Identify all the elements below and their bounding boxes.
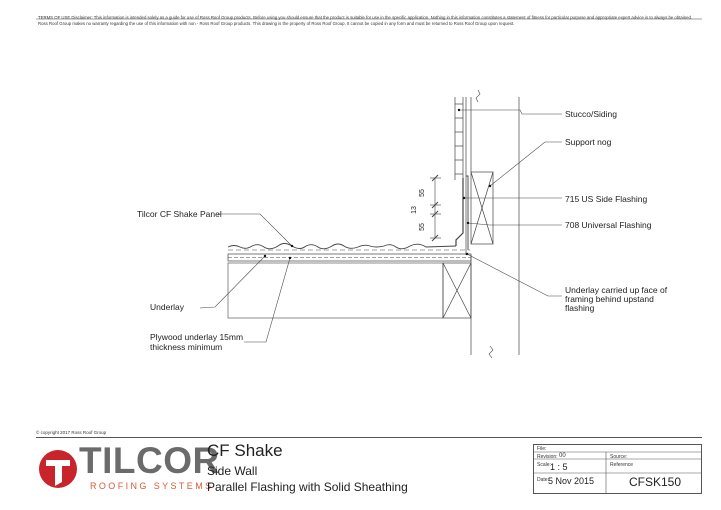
label-underlay: Underlay: [150, 302, 185, 312]
label-underlay-carried-3: flashing: [565, 303, 595, 313]
revision-value: 00: [559, 453, 566, 459]
tilcor-logo-icon: [39, 450, 77, 488]
universal-flashing-708: [466, 175, 469, 250]
shake-panel-profile: [227, 243, 457, 250]
rafter-end-block: [442, 262, 472, 319]
brand-subtitle: ROOFING SYSTEMS: [90, 481, 214, 491]
source-label: Source:: [610, 453, 628, 460]
file-label: File:: [537, 446, 547, 452]
reference-value: CFSK150: [629, 475, 682, 489]
scale-label: Scale:: [537, 461, 551, 468]
date-value: 5 Nov 2015: [548, 476, 595, 486]
label-plywood-2: thickness minimum: [150, 342, 223, 352]
revision-label: Revision:: [537, 453, 558, 460]
scale-value: 1 : 5: [550, 462, 568, 472]
label-support-nog: Support nog: [565, 137, 612, 147]
drawing-description: Parallel Flashing with Solid Sheathing: [207, 480, 408, 494]
copyright-text: © copyright 2017 Ross Roof Group: [36, 430, 107, 435]
support-nog: [470, 171, 494, 245]
label-underlay-carried-1: Underlay carried up face of: [565, 285, 668, 295]
label-side-flashing: 715 US Side Flashing: [565, 194, 648, 204]
drawing-subtitle: Side Wall: [207, 464, 258, 478]
title-block-grid: [533, 451, 703, 495]
reference-label: Reference: [610, 461, 634, 468]
title-block: File: Revision: 00 Source: Scale: 1 : 5 …: [533, 444, 703, 495]
label-universal-flashing: 708 Universal Flashing: [565, 220, 652, 230]
dimension-marks: [430, 174, 441, 242]
label-stucco-siding: Stucco/Siding: [565, 109, 617, 119]
leader-lines: [199, 109, 562, 343]
dim-lower-55: 55: [418, 223, 426, 231]
label-shake-panel: Tilcor CF Shake Panel: [137, 209, 222, 219]
label-plywood-1: Plywood underlay 15mm: [150, 332, 244, 342]
brand-name: TILCOR: [79, 440, 220, 481]
rafter: [227, 262, 444, 319]
dim-gap-13: 13: [410, 206, 418, 214]
drawing-title: CF Shake: [207, 441, 283, 460]
label-underlay-carried-2: framing behind upstand: [565, 294, 654, 304]
siding-cladding: [454, 97, 464, 180]
date-label: Date:: [537, 477, 549, 483]
terms-disclaimer: TERMS OF USE Disclaimer: This informatio…: [38, 15, 693, 26]
dim-upper-55: 55: [418, 189, 426, 197]
side-flashing-715: [455, 178, 464, 246]
title-divider: [36, 437, 702, 438]
